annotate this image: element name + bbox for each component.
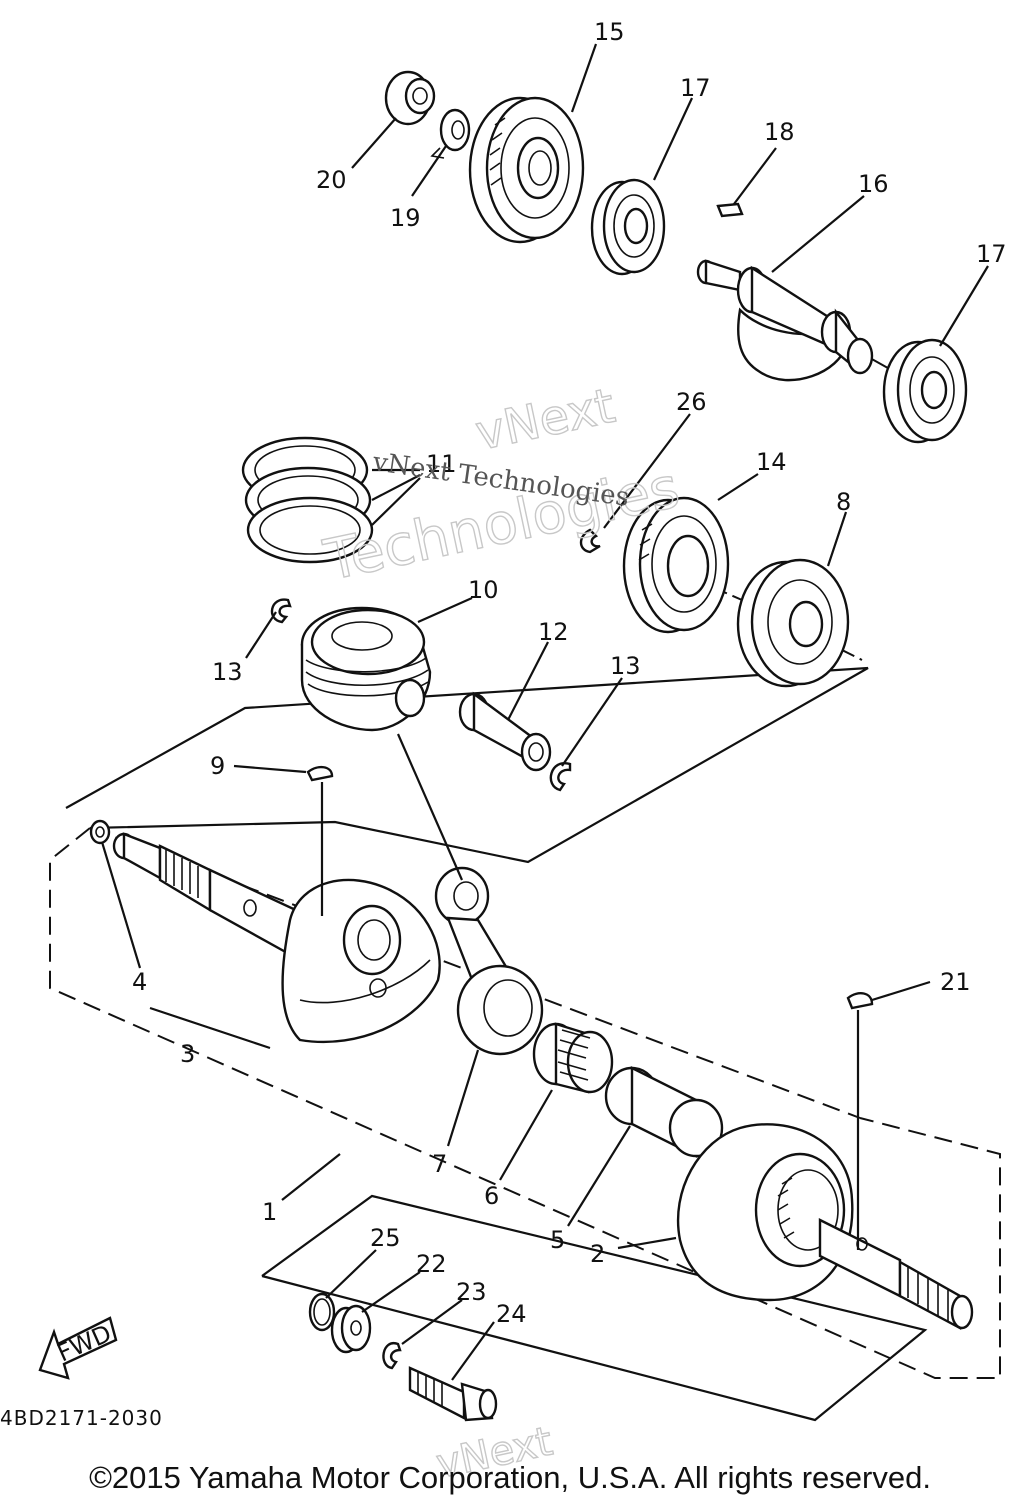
callout-6: 6	[484, 1182, 499, 1210]
callout-1: 1	[262, 1198, 277, 1226]
key-18	[716, 202, 744, 218]
key-21	[846, 992, 874, 1010]
balancer-gear-15	[468, 96, 585, 244]
callout-23: 23	[456, 1278, 487, 1306]
callout-3: 3	[180, 1040, 195, 1068]
balancer-shaft-16	[696, 259, 874, 382]
watermark-line1: vNext	[471, 378, 620, 462]
bearing-8	[736, 558, 850, 688]
piston-pin-12	[458, 691, 552, 772]
balancer-gear-14	[622, 496, 730, 634]
copyright-notice: ©2015 Yamaha Motor Corporation, U.S.A. A…	[89, 1460, 931, 1495]
crankshaft-group-outline	[49, 827, 1001, 1379]
bearing-17-lower	[882, 338, 968, 444]
circlip-23	[382, 1342, 402, 1370]
callout-4: 4	[132, 968, 147, 996]
callout-20: 20	[316, 166, 347, 194]
circlip-26	[579, 528, 601, 554]
piston-group-outline	[65, 666, 869, 864]
callout-16: 16	[858, 170, 889, 198]
callout-18: 18	[764, 118, 795, 146]
callout-15: 15	[594, 18, 625, 46]
fwd-arrow-icon: FWD	[38, 1316, 118, 1380]
callout-5: 5	[550, 1226, 565, 1254]
callout-9: 9	[210, 752, 225, 780]
leader-lines	[100, 43, 989, 1381]
piston-ring-set-11	[241, 436, 421, 564]
callout-13-left: 13	[212, 658, 243, 686]
callout-7: 7	[432, 1150, 447, 1178]
callout-2: 2	[590, 1240, 605, 1268]
callout-13-right: 13	[610, 652, 641, 680]
washer-4	[89, 819, 111, 845]
callout-17-lower: 17	[976, 240, 1007, 268]
key-9	[306, 765, 334, 782]
callout-22: 22	[416, 1250, 447, 1278]
callout-26: 26	[676, 388, 707, 416]
fwd-label: FWD	[53, 1319, 116, 1367]
lock-washer-19	[430, 108, 471, 159]
callout-24: 24	[496, 1300, 527, 1328]
callout-21: 21	[940, 968, 971, 996]
callout-14: 14	[756, 448, 787, 476]
plate-washer-22	[330, 1304, 372, 1354]
nut-20	[384, 70, 436, 126]
connecting-rod-7	[434, 866, 544, 1056]
piston-10	[300, 606, 432, 732]
crank-pin-5	[604, 1066, 724, 1158]
callout-11: 11	[426, 450, 457, 478]
callout-19: 19	[390, 204, 421, 232]
crank-left-3	[112, 832, 441, 1044]
callout-25: 25	[370, 1224, 401, 1252]
circlip-13-left	[270, 598, 292, 624]
callout-8: 8	[836, 488, 851, 516]
o-ring-25	[308, 1292, 336, 1332]
bolt-24	[408, 1366, 498, 1422]
bolt-group-outline	[261, 1194, 928, 1422]
bearing-17-upper	[590, 178, 666, 276]
needle-bearing-6	[532, 1022, 614, 1094]
crank-right-2	[676, 1123, 974, 1330]
callout-10: 10	[468, 576, 499, 604]
callout-17-upper: 17	[680, 74, 711, 102]
circlip-13-right	[549, 761, 572, 792]
callout-12: 12	[538, 618, 569, 646]
diagram-code: 4BD2171-2030	[0, 1406, 163, 1430]
callout-labels: 15 17 18 16 17 20 19 26 14 8 11 10 12 13…	[132, 18, 1007, 1328]
